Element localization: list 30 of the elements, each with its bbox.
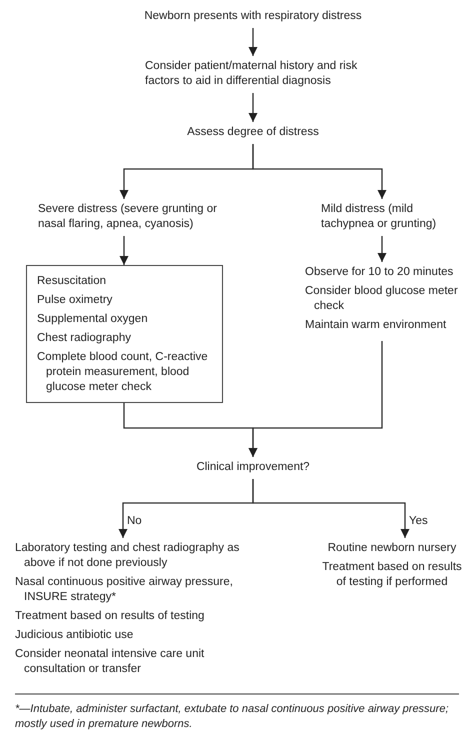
list-item: Pulse oximetry xyxy=(37,293,114,308)
list-item: Observe for 10 to 20 minutes xyxy=(305,265,454,280)
arrow xyxy=(248,93,258,122)
step-text: Newborn presents with respiratory distress xyxy=(128,9,378,24)
arrow xyxy=(378,236,386,262)
step-text: Consider patient/maternal history and risk factors to aid in differential diagnosis xyxy=(145,59,380,89)
step-text: Severe distress (severe grunting or nasal flaring, apnea, cyanosis) xyxy=(38,202,218,232)
arrow xyxy=(248,341,383,457)
list-item: Routine newborn nursery xyxy=(326,541,458,556)
list-item: Laboratory testing and chest radiography as above if not done previously xyxy=(15,541,240,571)
arrow xyxy=(252,479,410,538)
list-item: Nasal continuous positive airway pressure, INSURE strategy* xyxy=(15,575,234,605)
list-item: Chest radiography xyxy=(37,331,132,346)
step-text: Assess degree of distress xyxy=(153,125,353,140)
process-box xyxy=(26,265,223,403)
list-item: Supplemental oxygen xyxy=(37,312,149,327)
arrow xyxy=(252,144,386,199)
footnote: *—Intubate, administer surfactant, extubate to nasal continuous positive airway pressure; mostly used in premature newborns. xyxy=(15,702,450,732)
step-text: Clinical improvement? xyxy=(153,460,353,475)
list-item: Maintain warm environment xyxy=(305,318,448,333)
list-item: Consider blood glucose meter check xyxy=(305,284,459,314)
step-text: Mild distress (mild tachypnea or grunting) xyxy=(321,202,461,232)
list-item: Consider neonatal intensive care unit consultation or transfer xyxy=(15,647,206,677)
arrow xyxy=(248,28,258,56)
list-item: Treatment based on results of testing if performed xyxy=(321,560,463,590)
list-item: Resuscitation xyxy=(37,274,108,289)
list-item: Treatment based on results of testing xyxy=(15,609,206,624)
arrow xyxy=(120,236,128,265)
list-item: Complete blood count, C-reactive protein measurement, blood glucose meter check xyxy=(37,350,209,395)
list-item: Judicious antibiotic use xyxy=(15,628,134,643)
